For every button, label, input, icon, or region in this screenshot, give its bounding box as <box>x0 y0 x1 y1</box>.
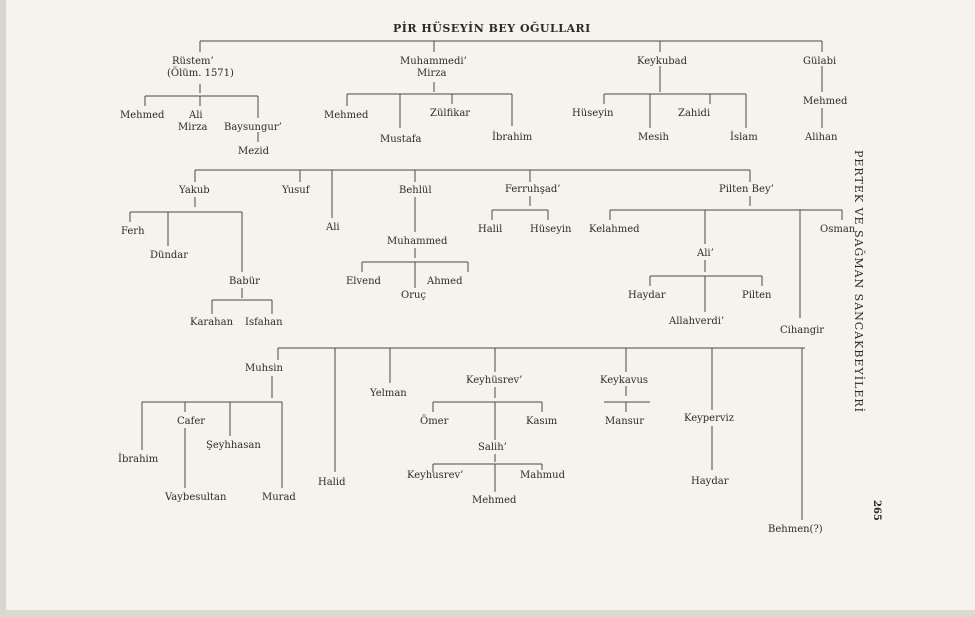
node-keyhusrev-1: Keyhüsrev’ <box>466 375 523 386</box>
node-kelahmed: Kelahmed <box>589 224 640 235</box>
node-haydar-k: Haydar <box>691 476 729 487</box>
node-yakub: Yakub <box>179 185 210 196</box>
node-rustem: Rüstem’ <box>172 56 214 67</box>
node-kasim: Kasım <box>526 416 558 427</box>
node-allahverdi: Allahverdi’ <box>669 316 725 327</box>
node-yusuf: Yusuf <box>282 185 310 196</box>
node-islam: İslam <box>730 132 758 143</box>
scan-bottom-edge <box>0 610 975 617</box>
node-huseyin-k: Hüseyin <box>572 108 614 119</box>
node-mesih: Mesih <box>638 132 669 143</box>
node-ibrahim-c: İbrahim <box>118 454 159 465</box>
node-salih: Salih’ <box>478 442 507 453</box>
node-mehmed-g: Mehmed <box>803 96 848 107</box>
node-mansur: Mansur <box>605 416 644 427</box>
page-number: 265 <box>871 500 882 521</box>
node-ali-p: Ali’ <box>697 248 714 259</box>
node-pilten-bey: Pilten Bey’ <box>719 184 774 195</box>
node-keykavus: Keykavus <box>600 375 649 386</box>
node-karahan: Karahan <box>190 317 234 328</box>
node-rustem-note: (Ölüm. 1571) <box>167 68 234 79</box>
node-isfahan: Isfahan <box>245 317 283 328</box>
node-ali-mirza: Ali <box>189 110 203 121</box>
node-mezid: Mezid <box>238 146 270 157</box>
running-head: PERTEK VE SAĞMAN SANCAKBEYİLERİ <box>852 150 865 414</box>
node-cihangir: Cihangir <box>780 325 825 336</box>
node-gulabi: Gülabi <box>803 56 837 67</box>
node-halil: Halil <box>478 224 503 235</box>
tree-title: PİR HÜSEYİN BEY OĞULLARI <box>393 22 591 35</box>
node-ferh: Ferh <box>121 226 145 237</box>
node-osman: Osman <box>820 224 856 235</box>
node-omer: Ömer <box>420 416 449 427</box>
node-huseyin-f: Hüseyin <box>530 224 572 235</box>
node-cafer: Cafer <box>177 416 206 427</box>
node-halid: Halid <box>318 477 346 488</box>
node-ali-mirza-2: Mirza <box>178 122 208 133</box>
node-muhammed-b: Muhammed <box>387 236 448 247</box>
node-mehmed-s: Mehmed <box>472 495 517 506</box>
node-murad: Murad <box>262 492 296 503</box>
node-vaybesultan: Vaybesultan <box>165 492 227 503</box>
node-zulfikar: Zülfikar <box>430 108 471 119</box>
node-keyhusrev-2: Keyhusrev’ <box>407 470 464 481</box>
node-baysungur: Baysungur’ <box>224 122 282 133</box>
node-mehmed-r: Mehmed <box>120 110 165 121</box>
node-ibrahim-m: İbrahim <box>492 132 533 143</box>
node-mustafa: Mustafa <box>380 134 422 145</box>
node-mahmud: Mahmud <box>520 470 565 481</box>
node-ahmed: Ahmed <box>427 276 463 287</box>
node-ferruhsad: Ferruhşad’ <box>505 184 561 195</box>
node-yelman: Yelman <box>370 388 407 399</box>
node-alihan: Alihan <box>805 132 838 143</box>
node-pilten: Pilten <box>742 290 772 301</box>
node-zahidi: Zahidi <box>678 108 711 119</box>
node-keyperviz: Keyperviz <box>684 413 734 424</box>
scan-left-edge <box>0 0 6 617</box>
node-muhammedi: Muhammedi’ <box>400 56 467 67</box>
node-dundar: Dündar <box>150 250 189 261</box>
node-muhsin: Muhsin <box>245 363 283 374</box>
node-oruc: Oruç <box>401 290 427 301</box>
node-haydar-p: Haydar <box>628 290 666 301</box>
node-elvend: Elvend <box>346 276 381 287</box>
node-muhammedi-mirza: Mirza <box>417 68 447 79</box>
node-behmen: Behmen(?) <box>768 524 823 535</box>
node-mehmed-m: Mehmed <box>324 110 369 121</box>
node-keykubad: Keykubad <box>637 56 688 67</box>
node-behlul: Behlül <box>399 185 432 196</box>
node-babur: Babür <box>229 276 260 287</box>
node-seyhhasan: Şeyhhasan <box>206 440 261 451</box>
node-ali-2: Ali <box>326 222 340 233</box>
